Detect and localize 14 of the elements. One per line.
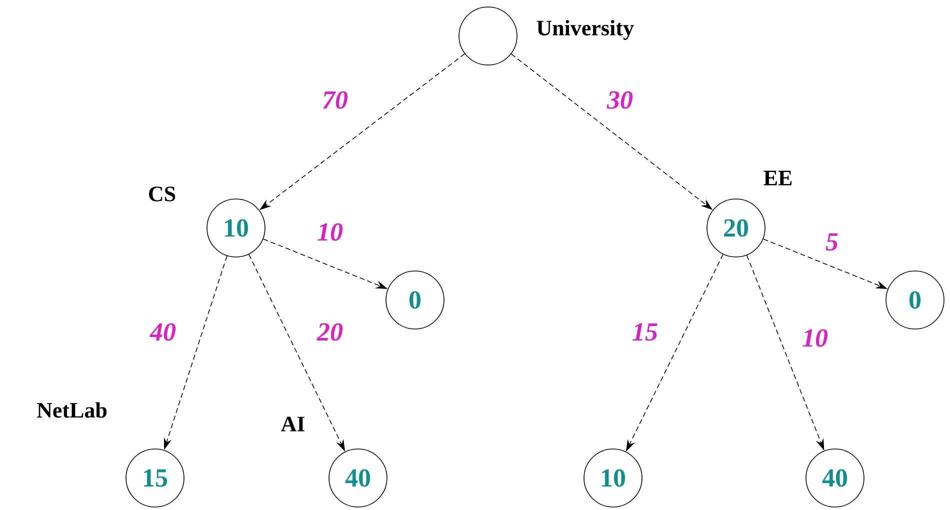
edge-label: 15 — [631, 322, 659, 342]
edge-label: 20 — [316, 322, 344, 342]
circle — [458, 6, 518, 66]
node-label: NetLab — [37, 402, 107, 418]
node-label: EE — [764, 170, 792, 186]
node-label: AI — [281, 416, 304, 432]
edge-label: 10 — [316, 222, 344, 242]
edge-label: 5 — [824, 232, 840, 252]
edge-label: 40 — [149, 322, 177, 342]
node-label: University — [536, 20, 634, 40]
edge-label: 10 — [801, 328, 829, 348]
edge-label: 30 — [606, 90, 634, 110]
edge-label: 70 — [321, 90, 349, 110]
node-label: CS — [149, 186, 176, 202]
